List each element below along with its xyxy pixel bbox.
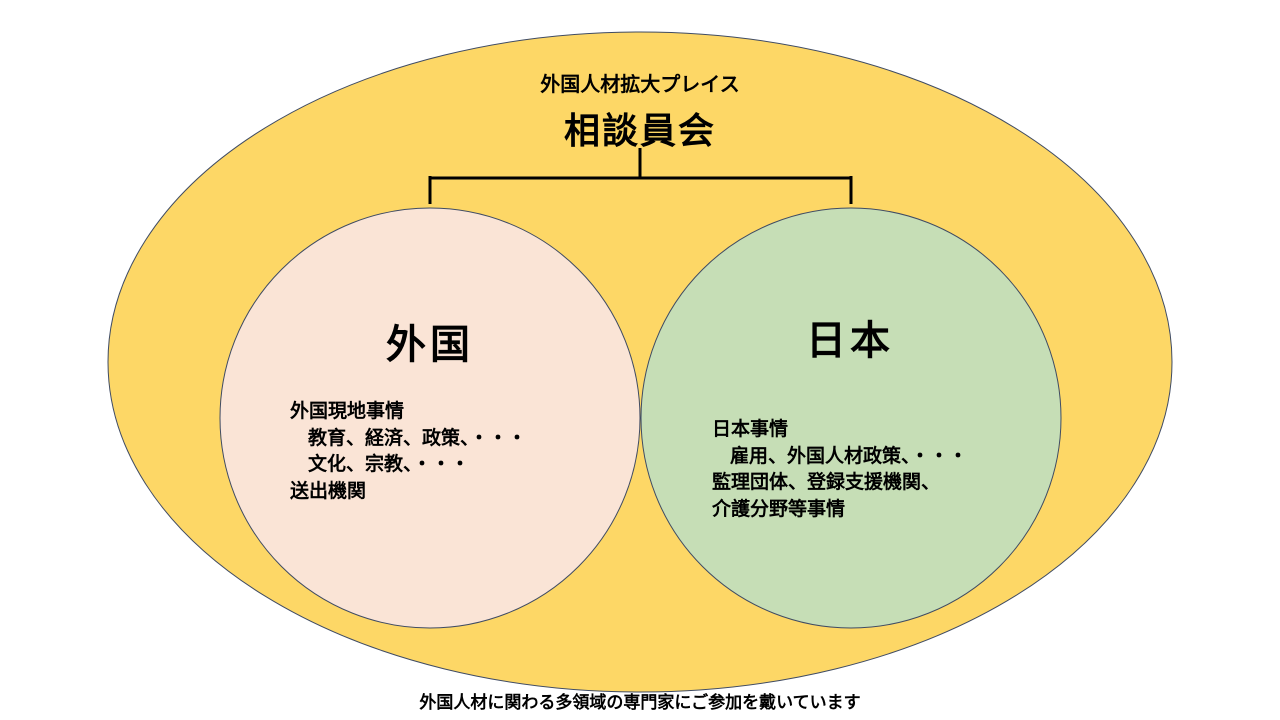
committee-title: 相談員会 bbox=[563, 111, 716, 152]
right-circle-heading: 日本 bbox=[806, 318, 894, 364]
left-circle-text: 外国現地事情 教育、経済、政策、・・・ 文化、宗教、・・・ 送出機関 bbox=[290, 398, 527, 504]
right-line: 日本事情 bbox=[712, 418, 789, 440]
right-circle-text: 日本事情 雇用、外国人材政策、・・・ 監理団体、登録支援機関、 介護分野等事情 bbox=[712, 416, 968, 522]
left-line: 教育、経済、政策、・・・ bbox=[308, 426, 527, 449]
left-line: 送出機関 bbox=[290, 479, 367, 502]
organization-subtitle: 外国人材拡大プレイス bbox=[540, 72, 740, 96]
right-line: 介護分野等事情 bbox=[712, 497, 846, 520]
right-line: 雇用、外国人材政策、・・・ bbox=[730, 444, 968, 467]
left-circle-heading: 外国 bbox=[386, 322, 474, 368]
right-circle bbox=[640, 207, 1062, 629]
right-line: 監理団体、登録支援機関、 bbox=[712, 471, 941, 493]
footer-caption: 外国人材に関わる多領域の専門家にご参加を戴いています bbox=[419, 693, 861, 713]
connector-bracket bbox=[428, 148, 853, 204]
left-line: 外国現地事情 bbox=[290, 400, 405, 422]
left-line: 文化、宗教、・・・ bbox=[308, 453, 470, 475]
left-circle bbox=[219, 207, 641, 629]
